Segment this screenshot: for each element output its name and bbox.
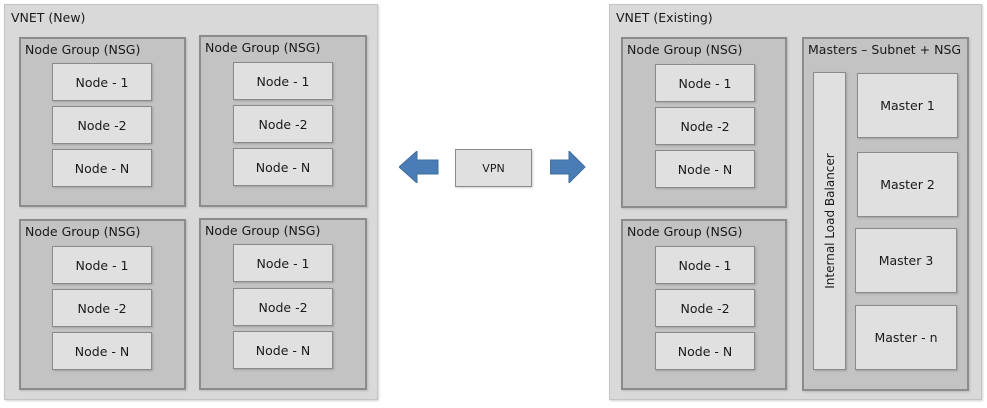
node-group-title: Node Group (NSG) bbox=[627, 224, 743, 239]
node-box: Node - 1 bbox=[233, 62, 333, 100]
master-box: Master - n bbox=[855, 305, 957, 370]
node-box: Node - N bbox=[655, 150, 755, 188]
node-group: Node Group (NSG) Node - 1 Node -2 Node -… bbox=[199, 35, 367, 207]
internal-load-balancer-label: Internal Load Balancer bbox=[822, 153, 837, 289]
node-group: Node Group (NSG) Node - 1 Node -2 Node -… bbox=[19, 219, 186, 390]
node-group: Node Group (NSG) Node - 1 Node -2 Node -… bbox=[621, 219, 787, 390]
node-box: Node - N bbox=[52, 332, 152, 370]
masters-subnet: Masters – Subnet + NSG Internal Load Bal… bbox=[802, 37, 969, 391]
node-group-title: Node Group (NSG) bbox=[205, 40, 321, 55]
node-box: Node -2 bbox=[52, 289, 152, 327]
master-box: Master 1 bbox=[857, 73, 958, 138]
vnet-new-title: VNET (New) bbox=[11, 10, 86, 25]
node-group: Node Group (NSG) Node - 1 Node -2 Node -… bbox=[621, 37, 787, 208]
node-box: Node - 1 bbox=[52, 246, 152, 284]
node-box: Node -2 bbox=[655, 289, 755, 327]
arrow-left-icon bbox=[399, 151, 439, 183]
vnet-existing-title: VNET (Existing) bbox=[616, 10, 713, 25]
node-group-title: Node Group (NSG) bbox=[627, 42, 743, 57]
node-group-title: Node Group (NSG) bbox=[205, 223, 321, 238]
vpn-label: VPN bbox=[482, 161, 505, 175]
node-box: Node -2 bbox=[233, 105, 333, 143]
node-group-title: Node Group (NSG) bbox=[25, 224, 141, 239]
node-group-title: Node Group (NSG) bbox=[25, 42, 141, 57]
node-box: Node - N bbox=[655, 332, 755, 370]
node-box: Node - N bbox=[52, 149, 152, 187]
node-box: Node - 1 bbox=[655, 246, 755, 284]
node-box: Node -2 bbox=[233, 288, 333, 326]
arrow-right-icon bbox=[550, 151, 586, 183]
node-box: Node -2 bbox=[52, 106, 152, 144]
node-box: Node - N bbox=[233, 331, 333, 369]
master-box: Master 2 bbox=[857, 152, 958, 217]
node-box: Node - 1 bbox=[655, 64, 755, 102]
vpn-box: VPN bbox=[455, 149, 532, 187]
internal-load-balancer: Internal Load Balancer bbox=[813, 72, 846, 370]
node-box: Node - N bbox=[233, 148, 333, 186]
node-group: Node Group (NSG) Node - 1 Node -2 Node -… bbox=[199, 218, 367, 390]
masters-subnet-title: Masters – Subnet + NSG bbox=[808, 42, 962, 57]
node-group: Node Group (NSG) Node - 1 Node -2 Node -… bbox=[19, 37, 186, 207]
master-box: Master 3 bbox=[855, 228, 957, 293]
node-box: Node -2 bbox=[655, 107, 755, 145]
node-box: Node - 1 bbox=[52, 63, 152, 101]
node-box: Node - 1 bbox=[233, 244, 333, 282]
